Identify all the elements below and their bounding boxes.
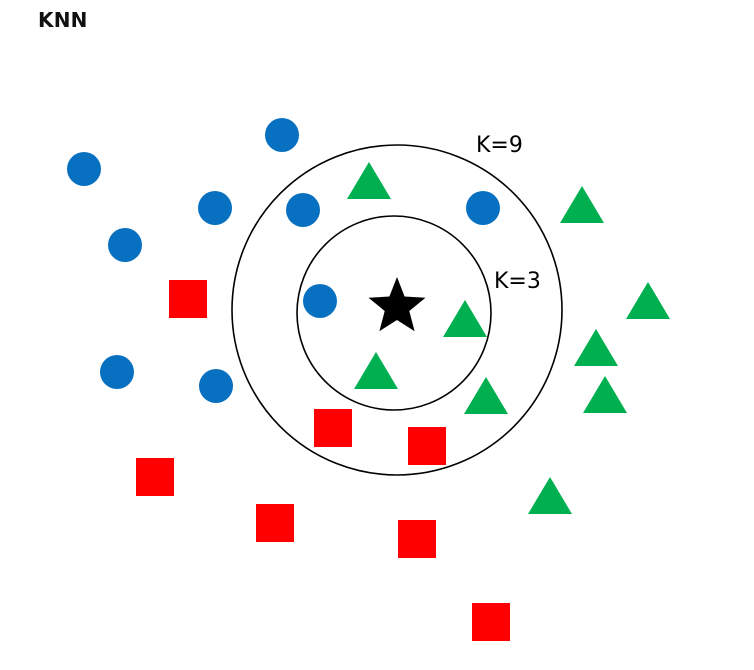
k9-neighborhood-ring bbox=[231, 144, 563, 476]
blue-circle-points bbox=[67, 118, 500, 403]
triangle-icon bbox=[443, 300, 487, 337]
square-icon bbox=[408, 427, 446, 465]
circle-icon bbox=[108, 228, 142, 262]
triangle-icon bbox=[528, 477, 572, 514]
triangle-icon bbox=[347, 162, 391, 199]
square-icon bbox=[398, 520, 436, 558]
square-icon bbox=[136, 458, 174, 496]
square-icon bbox=[169, 280, 207, 318]
page-title: KNN bbox=[38, 8, 88, 32]
circle-icon bbox=[466, 191, 500, 225]
circle-icon bbox=[303, 284, 337, 318]
triangle-icon bbox=[464, 377, 508, 414]
triangle-icon bbox=[583, 376, 627, 413]
k3-neighborhood-ring bbox=[296, 215, 492, 411]
circle-icon bbox=[199, 369, 233, 403]
circle-icon bbox=[100, 355, 134, 389]
green-triangle-points bbox=[347, 162, 670, 514]
triangle-icon bbox=[574, 329, 618, 366]
square-icon bbox=[314, 409, 352, 447]
k9-label: K=9 bbox=[476, 133, 523, 158]
star-icon bbox=[368, 277, 426, 332]
square-icon bbox=[256, 504, 294, 542]
circle-icon bbox=[286, 193, 320, 227]
k3-label: K=3 bbox=[494, 269, 541, 294]
circle-icon bbox=[265, 118, 299, 152]
triangle-icon bbox=[354, 352, 398, 389]
red-square-points bbox=[136, 280, 510, 641]
circle-icon bbox=[198, 191, 232, 225]
square-icon bbox=[472, 603, 510, 641]
circle-icon bbox=[67, 152, 101, 186]
triangle-icon bbox=[560, 186, 604, 223]
triangle-icon bbox=[626, 282, 670, 319]
